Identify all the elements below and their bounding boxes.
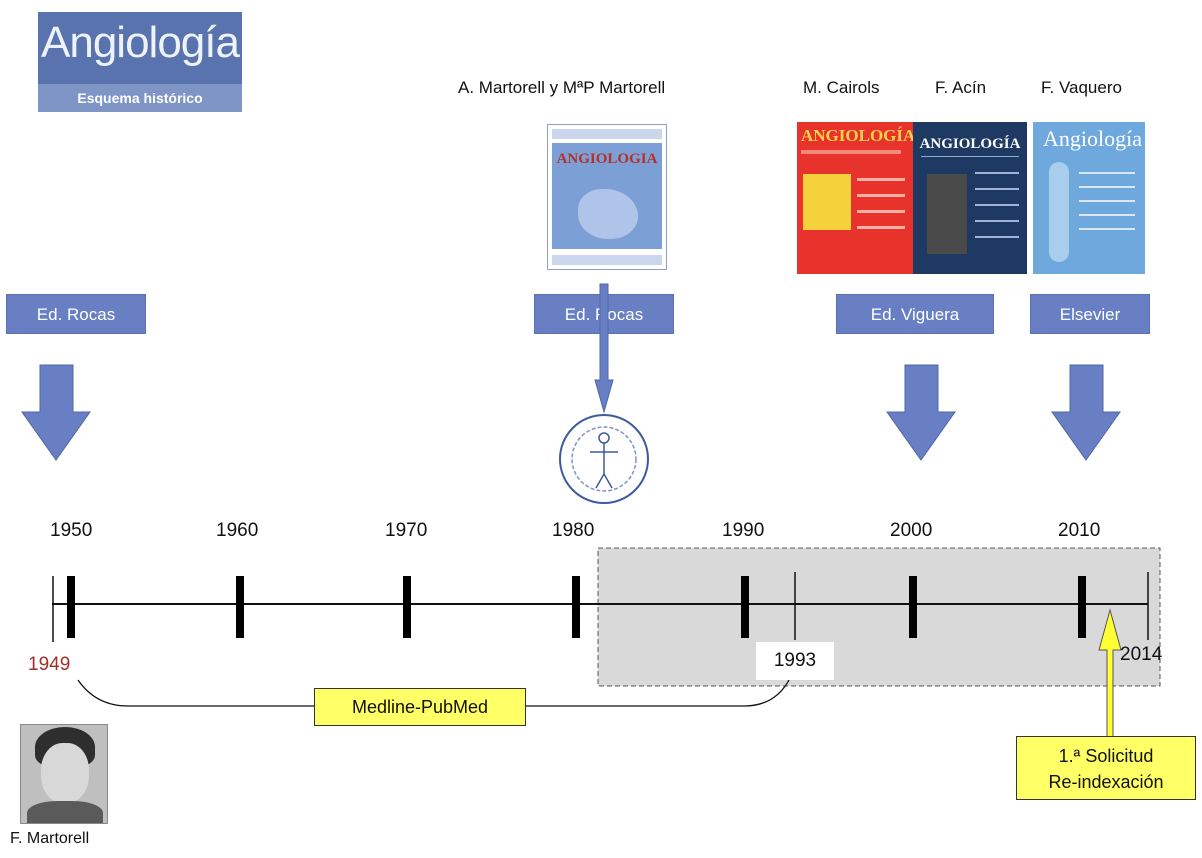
decade-label-1990: 1990 — [722, 520, 765, 541]
end-year-label: 2014 — [1120, 644, 1163, 665]
decade-tick — [403, 576, 411, 638]
start-year-label: 1949 — [28, 654, 71, 675]
cover-1990s: ANGIOLOGÍA — [797, 122, 913, 274]
arrow-down-icon — [886, 364, 956, 461]
arrow-down-icon — [1051, 364, 1121, 461]
decade-label-2010: 2010 — [1058, 520, 1101, 541]
decade-tick — [572, 576, 580, 638]
publisher-elsevier: Elsevier — [1030, 294, 1150, 334]
logo-title: Angiología — [41, 18, 240, 67]
reindex-line-1: 1.ª Solicitud — [1058, 746, 1154, 766]
reindex-note-box: 1.ª Solicitud Re-indexación — [1016, 736, 1196, 800]
decade-label-1960: 1960 — [216, 520, 259, 541]
indexed-period-area — [597, 547, 1161, 687]
decade-label-1950: 1950 — [50, 520, 93, 541]
editor-vaquero: F. Vaquero — [1041, 78, 1122, 97]
journal-logo: Angiología Esquema histórico — [38, 12, 242, 112]
decade-tick — [67, 576, 75, 638]
editor-martorell: A. Martorell y MªP Martorell — [458, 78, 666, 97]
founder-name: F. Martorell — [10, 830, 90, 847]
cover-1980s: ANGIOLOGIA — [547, 124, 667, 270]
cover-badge — [803, 174, 851, 230]
medline-label-box: Medline-PubMed — [314, 688, 526, 726]
cover-2010s-title: Angiología — [1043, 126, 1142, 151]
publisher-viguera: Ed. Viguera — [836, 294, 994, 334]
cover-1990s-title: ANGIOLOGÍA — [801, 126, 913, 145]
medline-year-label: 1993 — [756, 642, 834, 680]
decade-tick — [741, 576, 749, 638]
reindex-line-2: Re-indexación — [1048, 772, 1164, 792]
decade-label-2000: 2000 — [890, 520, 933, 541]
angiogram-image — [927, 174, 967, 254]
society-emblem-icon — [559, 414, 649, 504]
founder-photo — [20, 724, 108, 824]
decade-tick — [909, 576, 917, 638]
decade-label-1970: 1970 — [385, 520, 428, 541]
cover-2000s: ANGIOLOGÍA — [913, 122, 1027, 274]
cover-2010s: Angiología — [1033, 122, 1145, 274]
arrow-down-icon — [594, 283, 614, 414]
logo-subtitle: Esquema histórico — [38, 84, 242, 112]
arrow-down-icon — [21, 364, 91, 461]
editor-cairols: M. Cairols — [803, 78, 880, 97]
editor-acin: F. Acín — [935, 78, 987, 97]
cover-1980s-title: ANGIOLOGIA — [556, 151, 658, 167]
decade-label-1980: 1980 — [552, 520, 595, 541]
cover-2000s-title: ANGIOLOGÍA — [919, 136, 1021, 152]
decade-tick — [236, 576, 244, 638]
iberian-map-shape — [578, 189, 638, 239]
human-figure-shape — [1049, 162, 1069, 262]
decade-tick — [1078, 576, 1086, 638]
publisher-rocas-1949: Ed. Rocas — [6, 294, 146, 334]
